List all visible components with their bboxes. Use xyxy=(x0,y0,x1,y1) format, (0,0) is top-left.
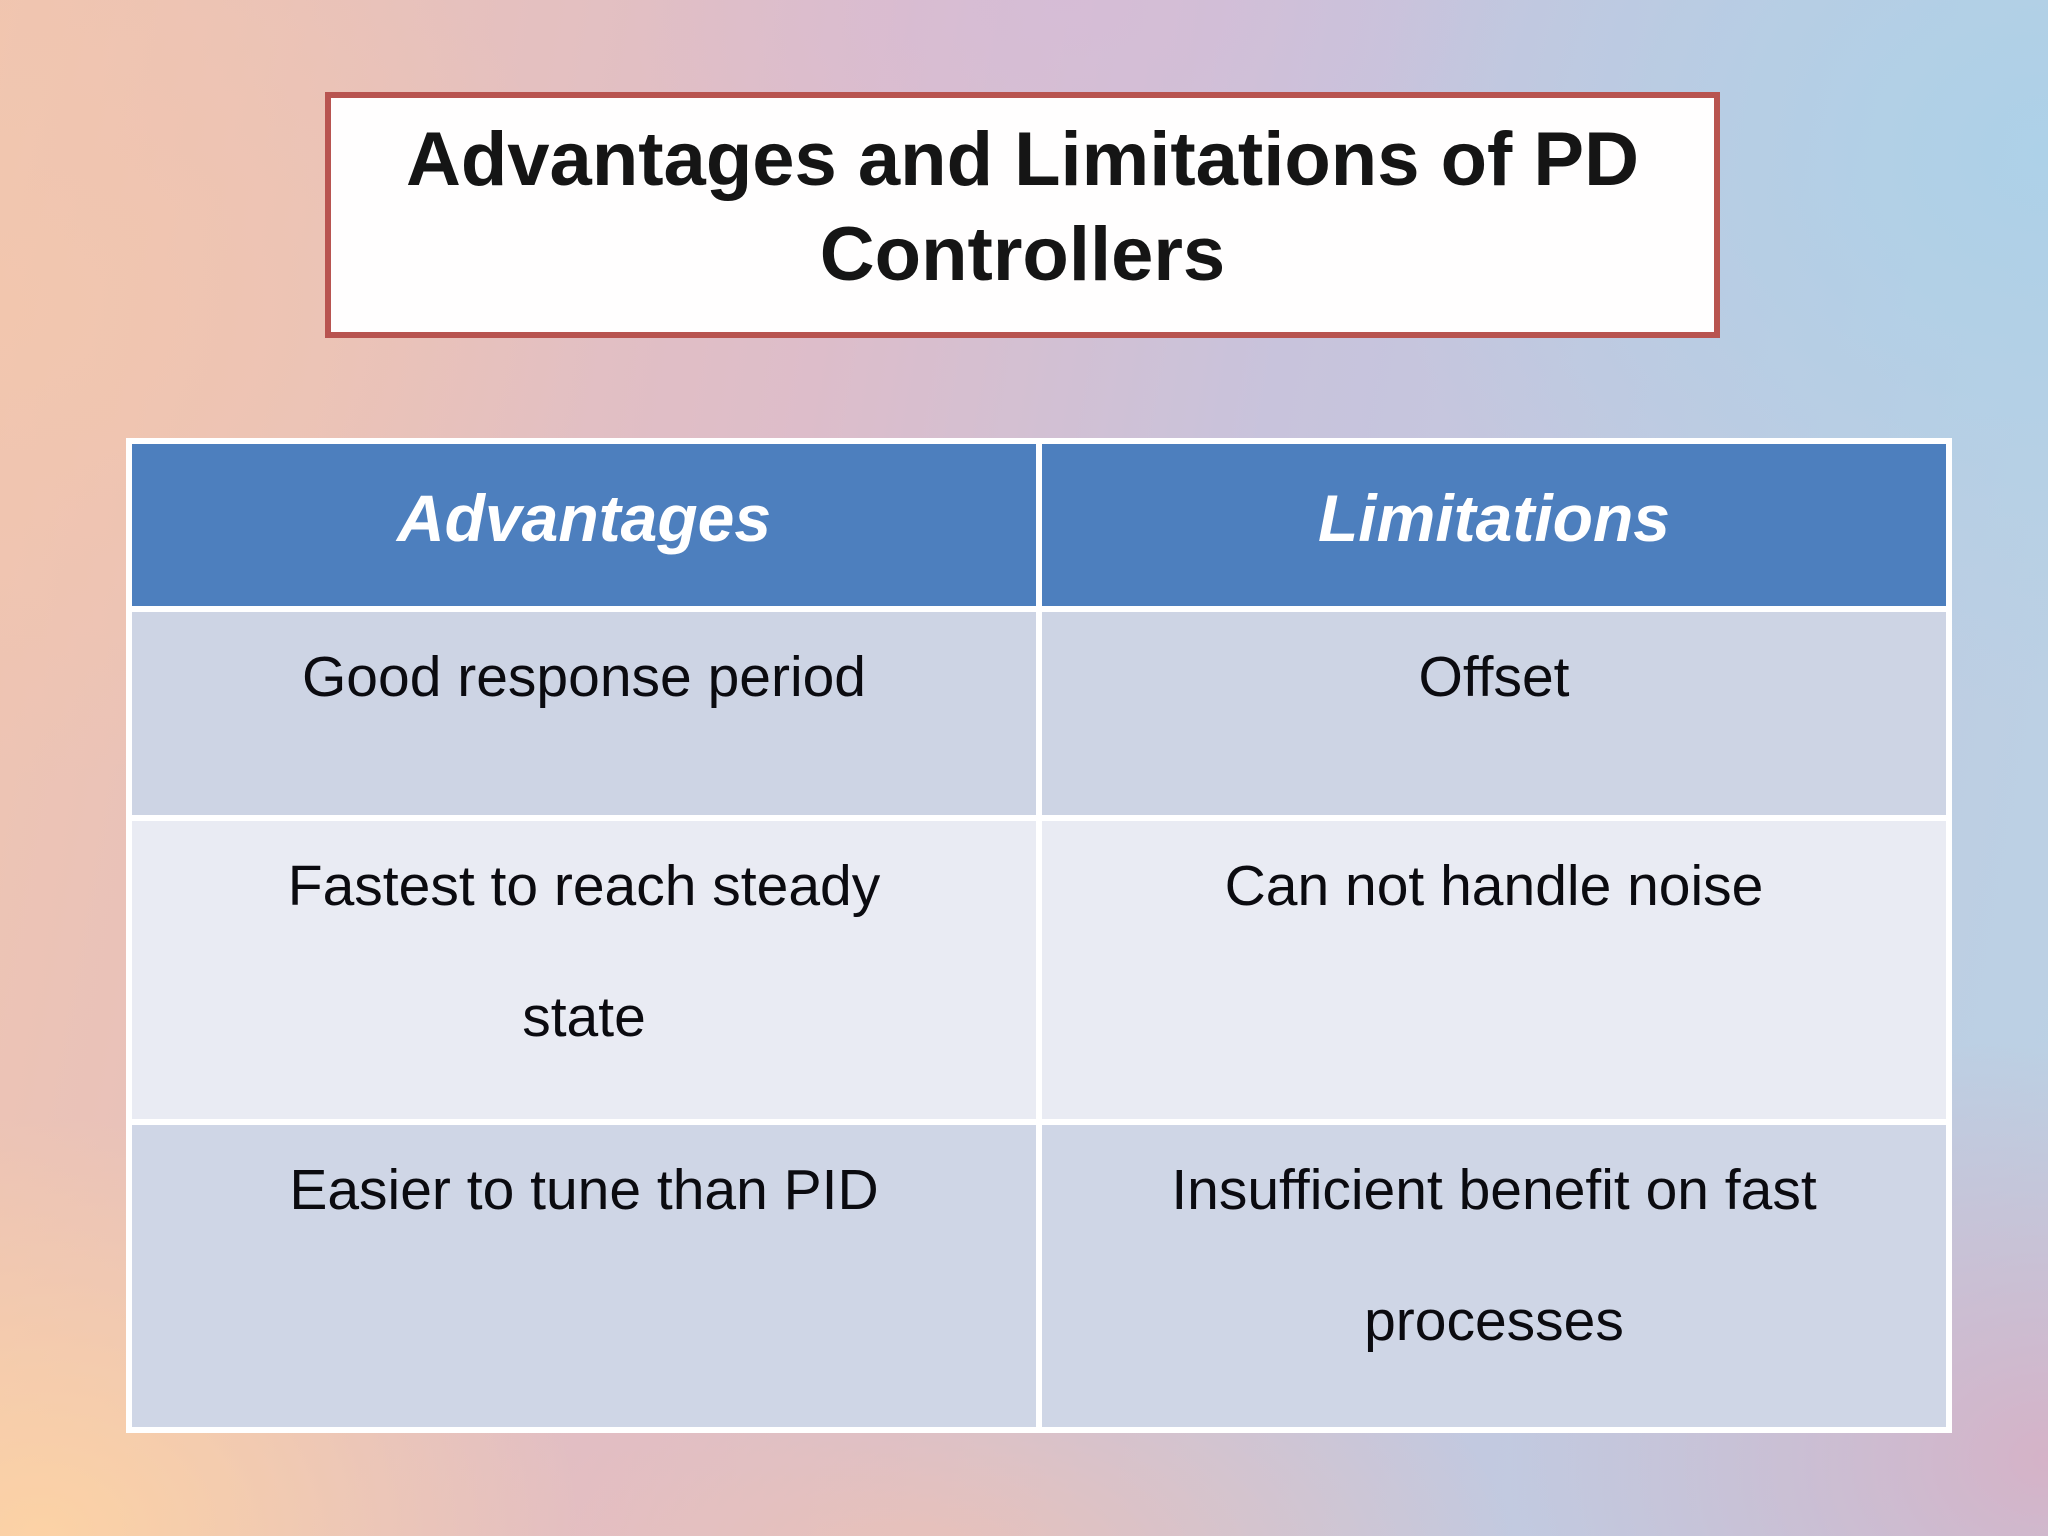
table-cell-advantage-2: Fastest to reach steady state xyxy=(132,821,1036,1119)
slide-title: Advantages and Limitations of PD Control… xyxy=(405,117,1640,297)
table-header-label: Limitations xyxy=(1317,481,1670,555)
table-header-limitations: Limitations xyxy=(1042,444,1946,606)
cell-text: Easier to tune than PID xyxy=(289,1158,879,1222)
table-cell-advantage-3: Easier to tune than PID xyxy=(132,1125,1036,1427)
table-cell-limitation-1: Offset xyxy=(1042,612,1946,815)
table-cell-limitation-3: Insufficient benefit on fast processes xyxy=(1042,1125,1946,1427)
title-box: Advantages and Limitations of PD Control… xyxy=(325,92,1720,338)
cell-text: Offset xyxy=(1418,645,1570,709)
table-cell-limitation-2: Can not handle noise xyxy=(1042,821,1946,1119)
cell-text: Good response period xyxy=(301,645,867,709)
table-header-advantages: Advantages xyxy=(132,444,1036,606)
table-cell-advantage-1: Good response period xyxy=(132,612,1036,815)
cell-text: Can not handle noise xyxy=(1224,854,1764,918)
table-header-label: Advantages xyxy=(396,481,772,555)
cell-text: Fastest to reach steady state xyxy=(287,854,881,1050)
advantages-limitations-table: Advantages Limitations Good response per… xyxy=(126,438,1952,1433)
cell-text: Insufficient benefit on fast processes xyxy=(1171,1158,1817,1354)
